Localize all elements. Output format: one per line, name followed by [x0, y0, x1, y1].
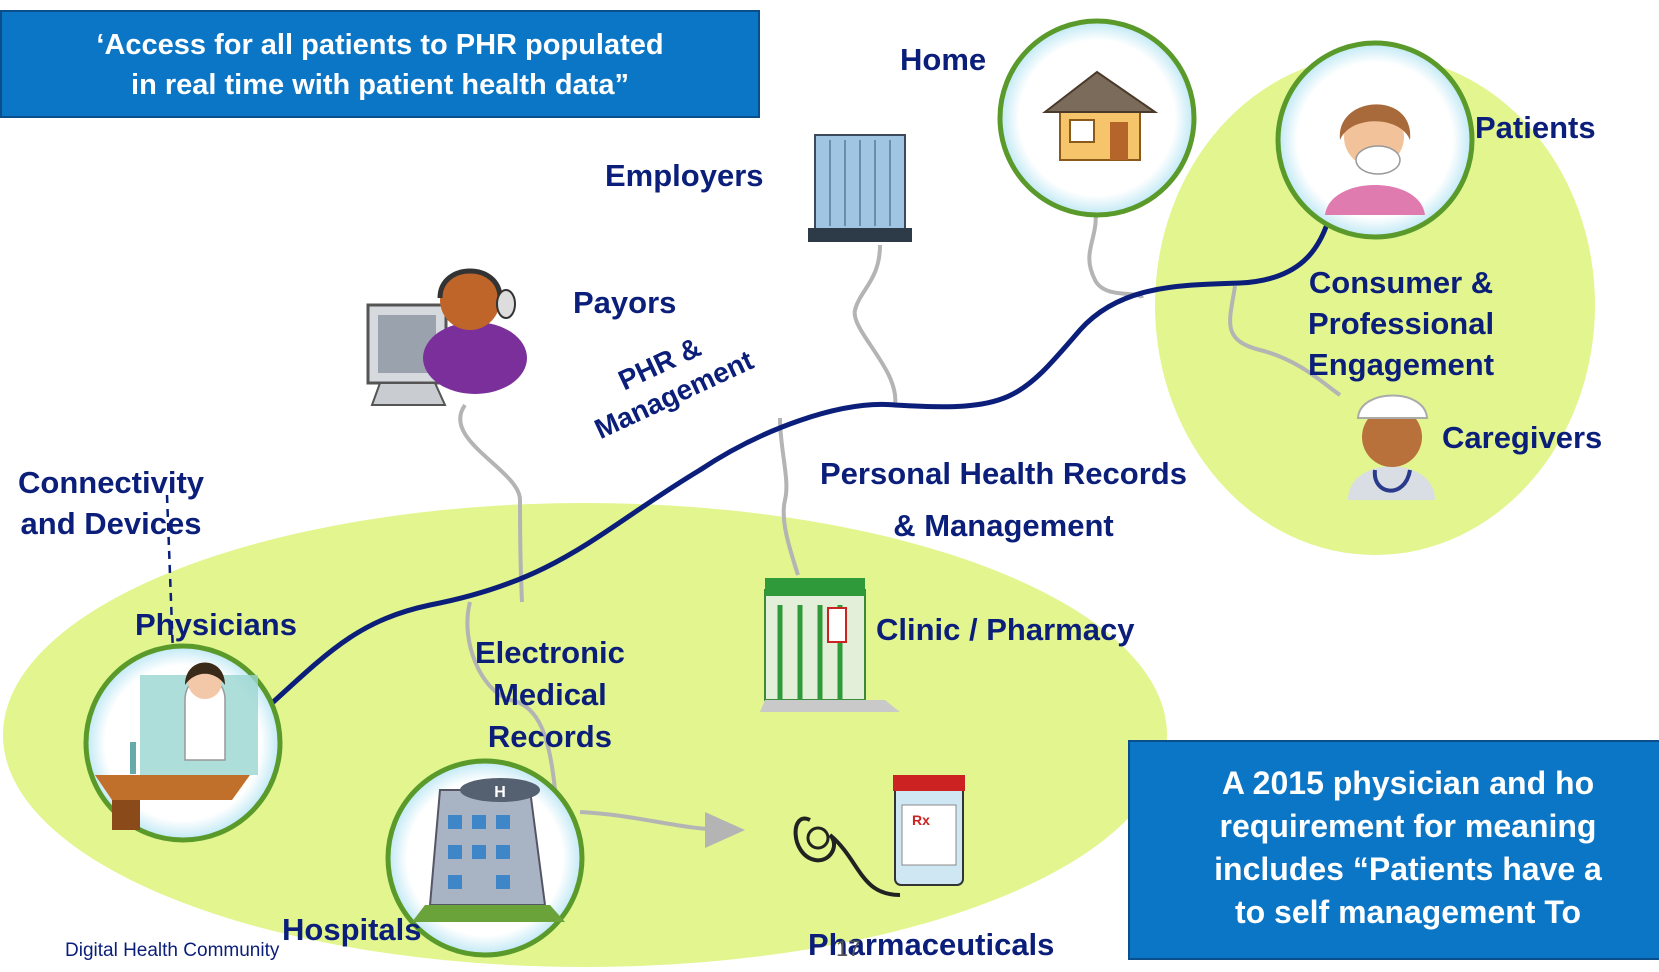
- sick-patient-icon: [1325, 104, 1425, 215]
- svg-text:H: H: [494, 784, 506, 801]
- office-building-icon: [808, 134, 912, 242]
- phr-path: [268, 214, 1333, 707]
- care-providers-region: [3, 503, 1167, 967]
- clinic-label: Clinic / Pharmacy: [876, 612, 1135, 647]
- call-agent-icon: [366, 268, 527, 406]
- patients-label: Patients: [1475, 110, 1596, 145]
- nurse-icon: [1348, 394, 1435, 500]
- quote-line-2: in real time with patient health data”: [131, 69, 629, 101]
- physicians-label: Physicians: [135, 607, 297, 642]
- stethoscope-and-pill-bottle-icon: Rx: [793, 775, 965, 897]
- connectivity-line-1: Connectivity: [18, 465, 205, 500]
- consumer-region: [1155, 55, 1595, 555]
- house-icon: [1042, 70, 1159, 161]
- employers-label: Employers: [605, 158, 764, 193]
- requirement-line-1: A 2015 physician and ho: [1221, 765, 1595, 801]
- svg-text:Rx: Rx: [912, 812, 930, 828]
- consumer-engagement-label: Consumer & Professional Engagement: [1308, 262, 1494, 385]
- requirement-line-4: to self management To: [1234, 894, 1582, 930]
- phr-line-1: Personal Health Records: [820, 456, 1187, 491]
- phr-line-2: & Management: [893, 508, 1114, 543]
- connectivity-line-2: and Devices: [20, 506, 202, 541]
- caregivers-label: Caregivers: [1442, 420, 1603, 455]
- connectivity-label: Connectivity and Devices: [18, 462, 204, 544]
- hospital-icon: H: [412, 778, 565, 922]
- pharmacy-storefront-icon: [760, 578, 900, 712]
- quote-line-1: ‘Access for all patients to PHR populate…: [96, 29, 664, 61]
- arrow-head: [705, 812, 745, 848]
- emr-line-3: Records: [487, 719, 612, 754]
- phr-label: Personal Health Records & Management: [820, 448, 1187, 552]
- footer-text: Digital Health Community: [65, 940, 280, 961]
- home-label: Home: [900, 42, 987, 77]
- consumer-engagement-line-1: Consumer &: [1308, 265, 1494, 300]
- consumer-engagement-line-3: Engagement: [1308, 347, 1495, 382]
- emr-line-1: Electronic: [475, 635, 625, 670]
- page-number: 17: [836, 936, 861, 961]
- requirement-line-3: includes “Patients have a: [1214, 851, 1602, 887]
- doctor-at-desk-icon: [95, 662, 258, 830]
- pharmaceuticals-label: Pharmaceuticals: [808, 927, 1055, 962]
- hospitals-label: Hospitals: [282, 912, 422, 947]
- emr-label: Electronic Medical Records: [475, 632, 625, 758]
- payors-label: Payors: [573, 285, 677, 320]
- requirement-line-2: requirement for meaning: [1219, 808, 1597, 844]
- requirement-box: A 2015 physician and ho requirement for …: [1128, 740, 1659, 960]
- emr-line-2: Medical: [493, 677, 607, 712]
- quote-box: ‘Access for all patients to PHR populate…: [0, 10, 760, 118]
- consumer-engagement-line-2: Professional: [1308, 306, 1495, 341]
